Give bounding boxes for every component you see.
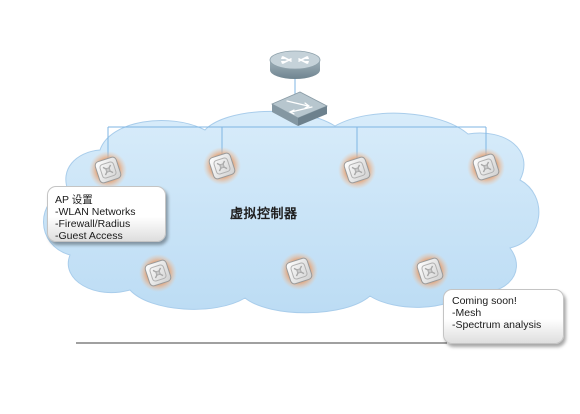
access-point-icon (138, 253, 178, 293)
coming-soon-item: -Spectrum analysis (452, 319, 542, 331)
coming-soon-item: -Mesh (452, 307, 482, 319)
access-point-icon (202, 146, 242, 186)
ap-settings-item: -Guest Access (55, 230, 123, 242)
access-point-icon (337, 150, 377, 190)
router-icon (269, 50, 321, 79)
access-point-icon (466, 147, 506, 187)
ap-settings-item: -WLAN Networks (55, 206, 136, 218)
coming-soon-callout: Coming soon! -Mesh -Spectrum analysis (443, 289, 564, 344)
ap-settings-callout: AP 设置 -WLAN Networks -Firewall/Radius -G… (47, 186, 166, 242)
access-point-icon (279, 251, 319, 291)
access-point-icon (88, 150, 128, 190)
coming-soon-title: Coming soon! (452, 295, 517, 307)
switch-icon (271, 91, 328, 126)
access-point-icon (410, 251, 450, 291)
virtual-controller-label: 虚拟控制器 (230, 207, 298, 222)
ap-settings-title: AP 设置 (55, 194, 93, 206)
ap-settings-item: -Firewall/Radius (55, 218, 131, 230)
